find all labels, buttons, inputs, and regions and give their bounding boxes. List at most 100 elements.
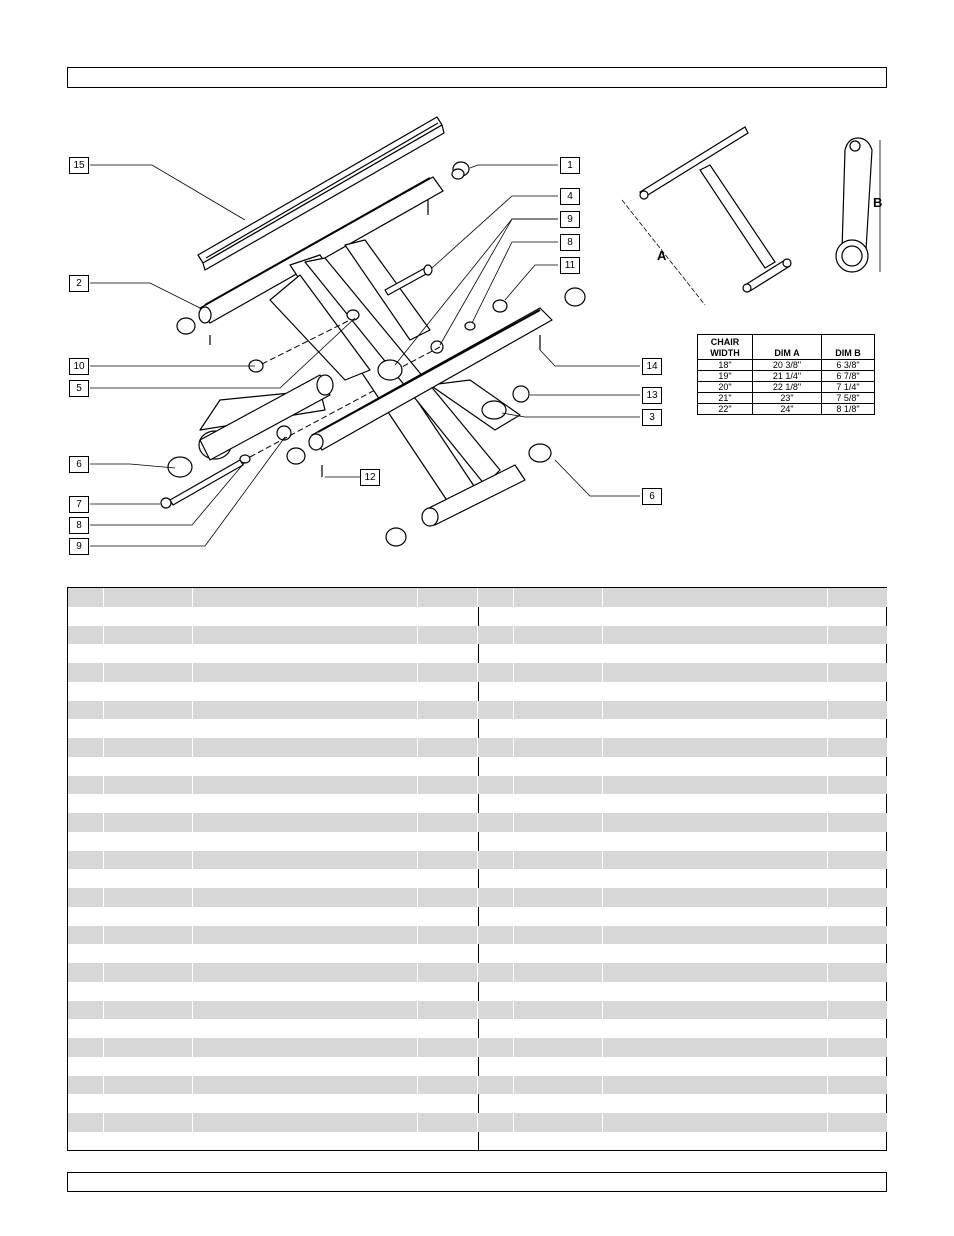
column-divider bbox=[513, 831, 514, 851]
column-divider bbox=[417, 625, 418, 645]
column-divider bbox=[417, 1038, 418, 1057]
callout-8-lower: 8 bbox=[69, 517, 89, 534]
column-divider bbox=[827, 1131, 828, 1151]
parts-row bbox=[68, 925, 477, 945]
parts-row bbox=[478, 681, 887, 701]
column-divider bbox=[192, 981, 193, 1001]
column-divider bbox=[417, 738, 418, 757]
column-divider bbox=[513, 981, 514, 1001]
column-divider bbox=[513, 588, 514, 607]
parts-row bbox=[68, 963, 477, 982]
column-divider bbox=[602, 1000, 603, 1020]
callout-5: 5 bbox=[69, 380, 89, 397]
cell-dim-b: 8 1/8" bbox=[821, 403, 875, 415]
column-divider bbox=[602, 663, 603, 682]
cell-width: 19" bbox=[697, 370, 753, 382]
column-divider bbox=[192, 925, 193, 945]
column-divider bbox=[103, 963, 104, 982]
column-divider bbox=[513, 869, 514, 888]
column-divider bbox=[417, 794, 418, 813]
column-divider bbox=[417, 700, 418, 720]
column-divider bbox=[192, 700, 193, 720]
column-divider bbox=[513, 1094, 514, 1113]
column-divider bbox=[417, 1113, 418, 1132]
column-divider bbox=[602, 1038, 603, 1057]
column-divider bbox=[513, 1075, 514, 1095]
parts-row bbox=[68, 1075, 477, 1095]
parts-row bbox=[478, 719, 887, 738]
column-divider bbox=[827, 1056, 828, 1076]
callout-6: 6 bbox=[69, 456, 89, 473]
cap-1 bbox=[427, 161, 470, 215]
bushing-13 bbox=[512, 385, 530, 403]
parts-row bbox=[68, 906, 477, 926]
column-divider bbox=[103, 1019, 104, 1038]
cell-dim-b: 6 7/8" bbox=[821, 370, 875, 382]
bolt-7 bbox=[160, 459, 244, 509]
column-divider bbox=[417, 813, 418, 832]
parts-row bbox=[478, 1056, 887, 1076]
column-divider bbox=[417, 869, 418, 888]
column-divider bbox=[103, 756, 104, 776]
column-divider bbox=[602, 681, 603, 701]
parts-row bbox=[68, 944, 477, 963]
column-divider bbox=[192, 606, 193, 626]
parts-row bbox=[68, 775, 477, 795]
column-divider bbox=[417, 1131, 418, 1151]
column-divider bbox=[602, 869, 603, 888]
column-divider bbox=[513, 944, 514, 963]
column-divider bbox=[602, 888, 603, 907]
column-divider bbox=[417, 888, 418, 907]
dimension-figure-a bbox=[621, 126, 792, 306]
parts-row bbox=[478, 888, 887, 907]
dimension-table: CHAIR WIDTH DIM A DIM B 18" 20 3/8" 6 3/… bbox=[697, 334, 875, 415]
cap-right bbox=[564, 287, 586, 307]
parts-row bbox=[478, 981, 887, 1001]
callout-11: 11 bbox=[560, 257, 580, 274]
column-divider bbox=[192, 963, 193, 982]
column-divider bbox=[417, 981, 418, 1001]
column-divider bbox=[513, 925, 514, 945]
column-divider bbox=[103, 850, 104, 870]
callout-2: 2 bbox=[69, 275, 89, 292]
column-divider bbox=[513, 1131, 514, 1151]
column-divider bbox=[103, 925, 104, 945]
callout-13: 13 bbox=[642, 387, 662, 404]
parts-row bbox=[68, 606, 477, 626]
column-divider bbox=[513, 1000, 514, 1020]
parts-row bbox=[478, 663, 887, 682]
column-divider bbox=[192, 738, 193, 757]
column-divider bbox=[602, 813, 603, 832]
column-divider bbox=[417, 1075, 418, 1095]
column-divider bbox=[602, 756, 603, 776]
top-rail-15 bbox=[197, 116, 445, 271]
column-divider bbox=[417, 606, 418, 626]
column-divider bbox=[513, 1113, 514, 1132]
column-divider bbox=[417, 719, 418, 738]
column-divider bbox=[602, 944, 603, 963]
column-divider bbox=[192, 775, 193, 795]
cell-dim-a: 24" bbox=[752, 403, 822, 415]
column-divider bbox=[513, 813, 514, 832]
column-divider bbox=[602, 925, 603, 945]
parts-row bbox=[478, 1000, 887, 1020]
parts-row bbox=[68, 738, 477, 757]
column-divider bbox=[827, 738, 828, 757]
dimension-b-label: B bbox=[873, 195, 883, 210]
column-divider bbox=[602, 606, 603, 626]
column-divider bbox=[192, 1113, 193, 1132]
callout-12: 12 bbox=[360, 469, 380, 486]
parts-row bbox=[478, 831, 887, 851]
column-divider bbox=[103, 869, 104, 888]
table-row: 20" 22 1/8" 7 1/4" bbox=[697, 381, 875, 393]
cell-width: 20" bbox=[697, 381, 753, 393]
dimension-figure-b bbox=[835, 137, 881, 273]
table-row: 18" 20 3/8" 6 3/8" bbox=[697, 359, 875, 371]
column-divider bbox=[602, 963, 603, 982]
column-divider bbox=[827, 963, 828, 982]
header-dim-a: DIM A bbox=[752, 334, 822, 360]
parts-row bbox=[478, 756, 887, 776]
parts-row bbox=[68, 813, 477, 832]
column-divider bbox=[827, 756, 828, 776]
column-divider bbox=[417, 756, 418, 776]
